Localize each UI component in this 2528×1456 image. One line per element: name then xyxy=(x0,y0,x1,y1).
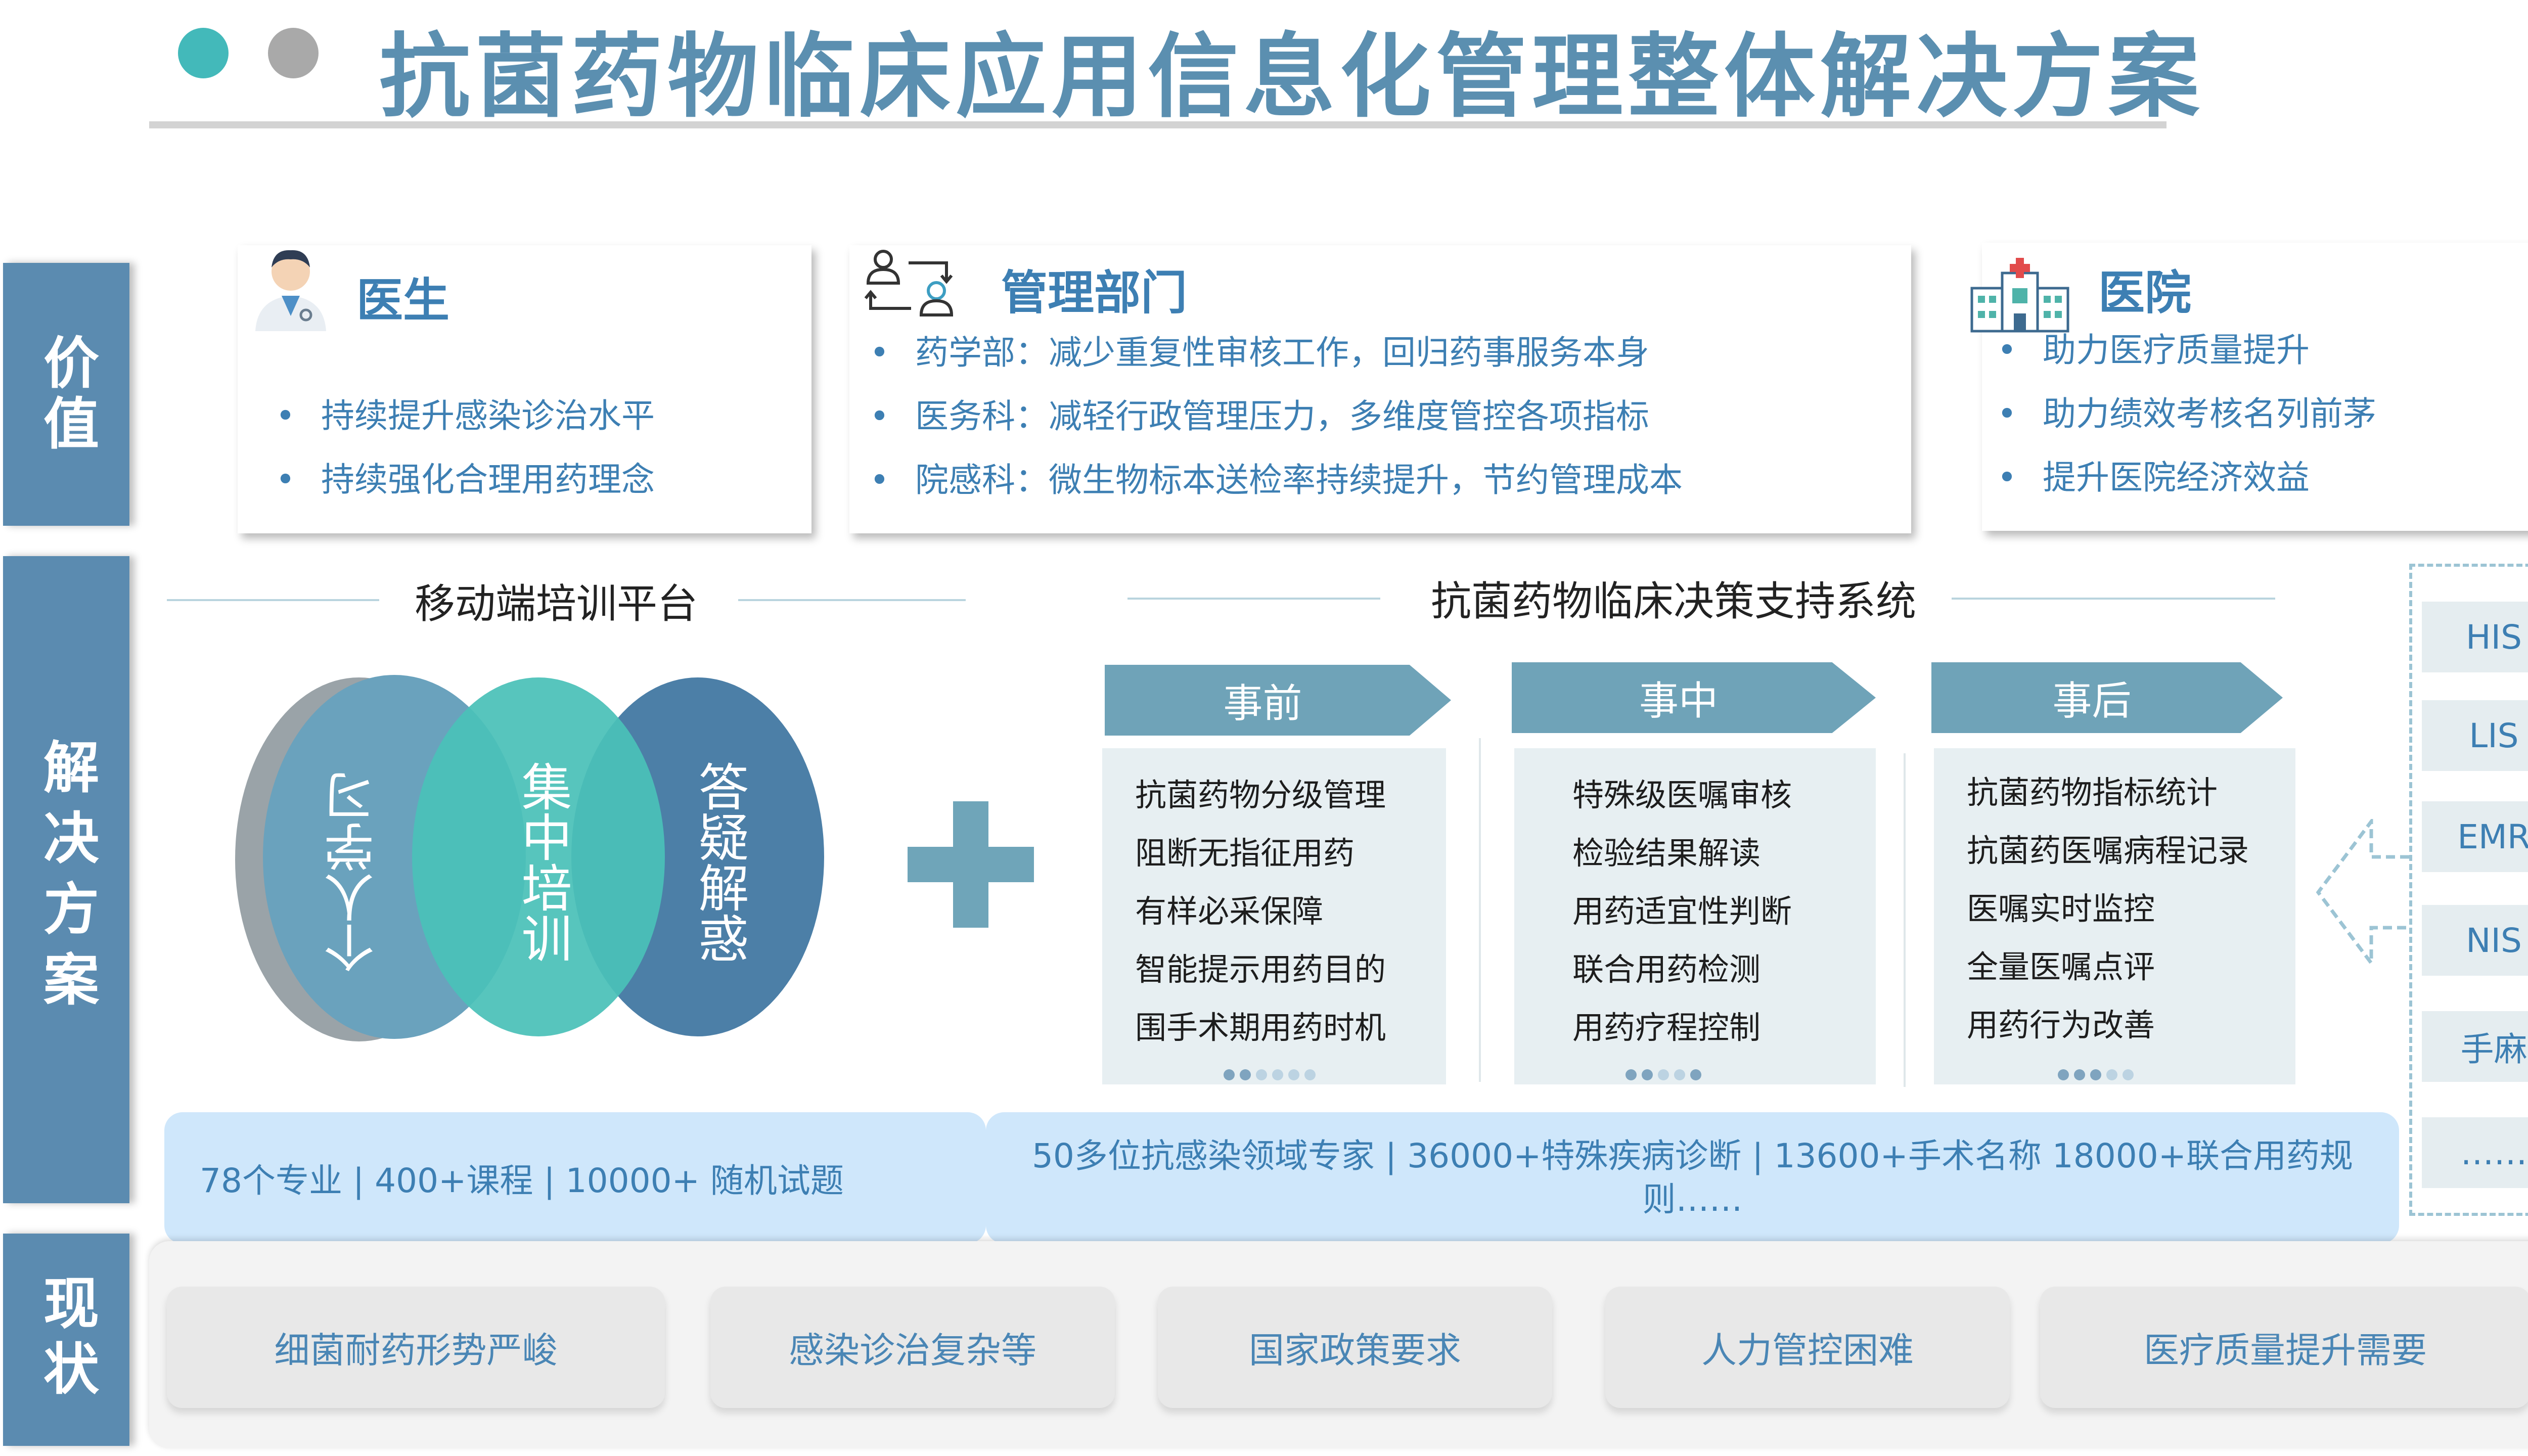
stage-after-label: 事后 xyxy=(2052,678,2132,724)
list-item: 特殊级医嘱审核 xyxy=(1572,777,1792,813)
list-item: 阻断无指征用药 xyxy=(1135,835,1355,872)
list-item: 持续提升感染诊治水平 xyxy=(276,384,655,448)
stage-during-label: 事中 xyxy=(1639,678,1718,724)
decision-heading-line-left xyxy=(1127,598,1380,600)
sidebar-value-label: 价值 xyxy=(34,334,99,455)
list-item: 助力绩效考核名列前茅 xyxy=(1997,382,2376,446)
sidebar-solution-label: 解决方案 xyxy=(34,738,99,1021)
training-heading: 移动端培训平台 xyxy=(415,580,698,627)
source-more: …… xyxy=(2422,1117,2528,1188)
circle-label-self-study: 个人学习 xyxy=(324,771,383,973)
decision-stats-bar: 50多位抗感染领域专家 | 36000+特殊疾病诊断 | 13600+手术名称 … xyxy=(986,1112,2399,1244)
status-item-quality-improvement: 医疗质量提升需要 xyxy=(2040,1287,2528,1408)
stage-during-header: 事中 xyxy=(1512,662,1876,733)
list-item: 抗菌药物指标统计 xyxy=(1967,774,2218,811)
source-lis: LIS xyxy=(2422,700,2528,771)
hospital-value-card: 医院 助力医疗质量提升 助力绩效考核名列前茅 提升医院经济效益 xyxy=(1970,243,2528,531)
list-item: 智能提示用药目的 xyxy=(1135,951,1386,988)
sidebar-status-tab: 现状 xyxy=(3,1234,129,1446)
stage-during-pager xyxy=(1626,1069,1701,1080)
list-item: 院感科：微生物标本送检率持续提升，节约管理成本 xyxy=(870,448,1683,512)
arrow-left-icon xyxy=(2316,816,2412,969)
doctor-value-card: 医生 持续提升感染诊治水平 持续强化合理用药理念 xyxy=(238,245,811,533)
stage-before-list: 抗菌药物分级管理 阻断无指征用药 有样必采保障 智能提示用药目的 围手术期用药时… xyxy=(1135,766,1386,1057)
decision-stats-text: 50多位抗感染领域专家 | 36000+特殊疾病诊断 | 13600+手术名称 … xyxy=(1031,1136,2354,1219)
list-item: 全量医嘱点评 xyxy=(1967,948,2155,985)
stage-before-panel xyxy=(1102,748,1446,1084)
training-stats-text: 78个专业 | 400+课程 | 10000+ 随机试题 xyxy=(200,1161,844,1200)
stage-after-pager xyxy=(2058,1069,2134,1080)
circle-label-centralized-training: 集中培训 xyxy=(513,761,572,963)
management-value-card: 管理部门 药学部：减少重复性审核工作，回归药事服务本身 医务科：减轻行政管理压力… xyxy=(849,245,1911,533)
list-item: 提升医院经济效益 xyxy=(1997,446,2376,510)
status-item-staffing-difficulty: 人力管控困难 xyxy=(1605,1287,2010,1408)
list-item: 围手术期用药时机 xyxy=(1135,1009,1386,1046)
doctor-benefit-list: 持续提升感染诊治水平 持续强化合理用药理念 xyxy=(276,384,655,512)
status-item-bacterial-resistance: 细菌耐药形势严峻 xyxy=(167,1287,665,1408)
sidebar-status-label: 现状 xyxy=(34,1274,99,1405)
list-item: 抗菌药医嘱病程记录 xyxy=(1967,832,2249,869)
list-item: 检验结果解读 xyxy=(1572,835,1761,872)
page-title: 抗菌药物临床应用信息化管理整体解决方案 xyxy=(379,24,2205,130)
training-heading-line-right xyxy=(738,599,966,601)
stage-before-header: 事前 xyxy=(1105,665,1451,736)
sidebar-value-tab: 价值 xyxy=(3,263,129,526)
sidebar-solution-tab: 解决方案 xyxy=(3,556,129,1203)
stage-before-label: 事前 xyxy=(1223,681,1302,726)
stage-divider xyxy=(1904,753,1906,1087)
source-emr: EMR xyxy=(2422,801,2528,872)
source-his: HIS xyxy=(2422,602,2528,672)
training-heading-line-left xyxy=(167,599,379,601)
management-benefit-list: 药学部：减少重复性审核工作，回归药事服务本身 医务科：减轻行政管理压力，多维度管… xyxy=(870,321,1683,512)
doctor-icon xyxy=(250,245,331,331)
title-divider xyxy=(149,121,2166,128)
list-item: 联合用药检测 xyxy=(1572,951,1761,988)
list-item: 有样必采保障 xyxy=(1135,893,1324,930)
source-anesthesia: 手麻 xyxy=(2422,1011,2528,1082)
list-item: 药学部：减少重复性审核工作，回归药事服务本身 xyxy=(870,321,1683,385)
stage-after-list: 抗菌药物指标统计 抗菌药医嘱病程记录 医嘱实时监控 全量医嘱点评 用药行为改善 xyxy=(1967,763,2249,1054)
list-item: 用药适宜性判断 xyxy=(1572,893,1792,930)
status-item-infection-complexity: 感染诊治复杂等 xyxy=(710,1287,1115,1408)
status-item-national-policy: 国家政策要求 xyxy=(1158,1287,1552,1408)
doctor-card-title: 医生 xyxy=(356,274,450,328)
circle-label-qa: 答疑解惑 xyxy=(690,761,749,963)
hospital-benefit-list: 助力医疗质量提升 助力绩效考核名列前茅 提升医院经济效益 xyxy=(1997,318,2376,510)
stage-divider xyxy=(1479,738,1481,1082)
decision-heading: 抗菌药物临床决策支持系统 xyxy=(1431,578,1916,625)
transfer-people-icon xyxy=(861,245,962,321)
list-item: 助力医疗质量提升 xyxy=(1997,318,2376,382)
list-item: 医嘱实时监控 xyxy=(1967,890,2155,927)
decision-heading-line-right xyxy=(1952,598,2275,600)
stage-before-pager xyxy=(1224,1069,1316,1080)
management-card-title: 管理部门 xyxy=(1001,266,1188,320)
stage-during-list: 特殊级医嘱审核 检验结果解读 用药适宜性判断 联合用药检测 用药疗程控制 xyxy=(1572,766,1792,1057)
hospital-card-title: 医院 xyxy=(2098,266,2192,320)
circle-centralized-training xyxy=(412,677,665,1036)
list-item: 用药行为改善 xyxy=(1967,1007,2155,1043)
stage-during-panel xyxy=(1514,748,1876,1084)
stage-after-header: 事后 xyxy=(1931,662,2283,733)
list-item: 用药疗程控制 xyxy=(1572,1009,1761,1046)
list-item: 持续强化合理用药理念 xyxy=(276,448,655,512)
header-dot-teal xyxy=(178,28,229,78)
list-item: 医务科：减轻行政管理压力，多维度管控各项指标 xyxy=(870,385,1683,448)
source-nis: NIS xyxy=(2422,905,2528,976)
stage-after-panel xyxy=(1934,748,2295,1084)
data-sources-frame xyxy=(2409,564,2528,1216)
list-item: 抗菌药物分级管理 xyxy=(1135,777,1386,813)
training-stats-bar: 78个专业 | 400+课程 | 10000+ 随机试题 xyxy=(164,1112,986,1244)
header-dot-gray xyxy=(268,28,319,78)
plus-icon xyxy=(908,801,1034,928)
